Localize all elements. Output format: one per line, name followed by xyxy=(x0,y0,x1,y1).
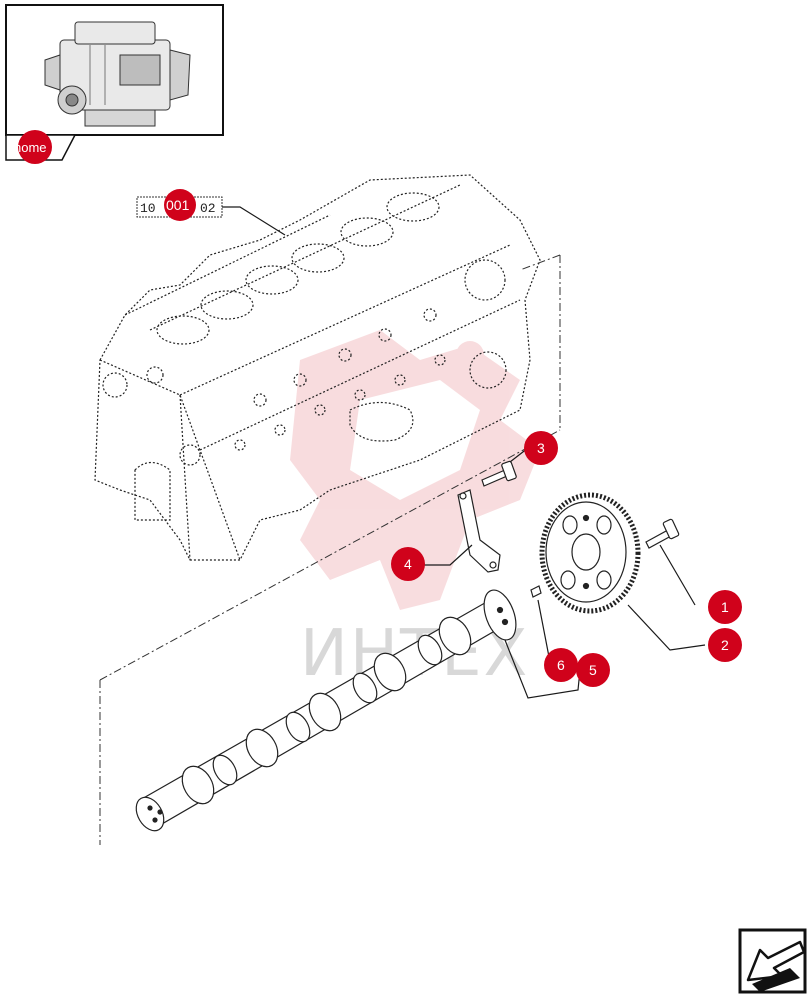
engine-block xyxy=(94,174,541,561)
callout-6[interactable]: 6 xyxy=(544,648,578,682)
camshaft-gear[interactable] xyxy=(539,492,641,614)
callout-6-label: 6 xyxy=(557,657,565,673)
back-button[interactable] xyxy=(738,928,807,994)
reference-label[interactable]: 10 02 001 xyxy=(136,189,223,221)
callout-3-label: 3 xyxy=(537,440,545,456)
callout-4[interactable]: 4 xyxy=(391,547,425,581)
callout-2[interactable]: 2 xyxy=(708,628,742,662)
assembly-guide-lines xyxy=(99,254,561,845)
reference-leader-line xyxy=(222,206,286,236)
callout-5-label: 5 xyxy=(589,662,597,678)
engine-thumbnail-icon xyxy=(44,21,191,127)
watermark-logo xyxy=(290,330,540,610)
reference-suffix: 02 xyxy=(200,201,216,216)
home-label: home xyxy=(14,140,47,155)
callout-4-label: 4 xyxy=(404,556,412,572)
callout-5[interactable]: 5 xyxy=(576,653,610,687)
engine-thumbnail[interactable] xyxy=(5,4,224,136)
home-tab[interactable]: home xyxy=(5,130,77,164)
back-arrow-icon xyxy=(746,940,806,992)
callout-1[interactable]: 1 xyxy=(708,590,742,624)
dowel-pin[interactable] xyxy=(530,585,542,598)
callout-2-label: 2 xyxy=(721,637,729,653)
camshaft[interactable] xyxy=(131,586,522,836)
reference-prefix: 10 xyxy=(140,201,156,216)
bolt-part-3[interactable] xyxy=(481,460,517,487)
bolt-part-1[interactable] xyxy=(645,518,680,549)
reference-middle: 001 xyxy=(166,197,190,213)
thrust-plate-bracket[interactable] xyxy=(457,489,501,573)
callout-3[interactable]: 3 xyxy=(524,431,558,465)
callout-1-label: 1 xyxy=(721,599,729,615)
